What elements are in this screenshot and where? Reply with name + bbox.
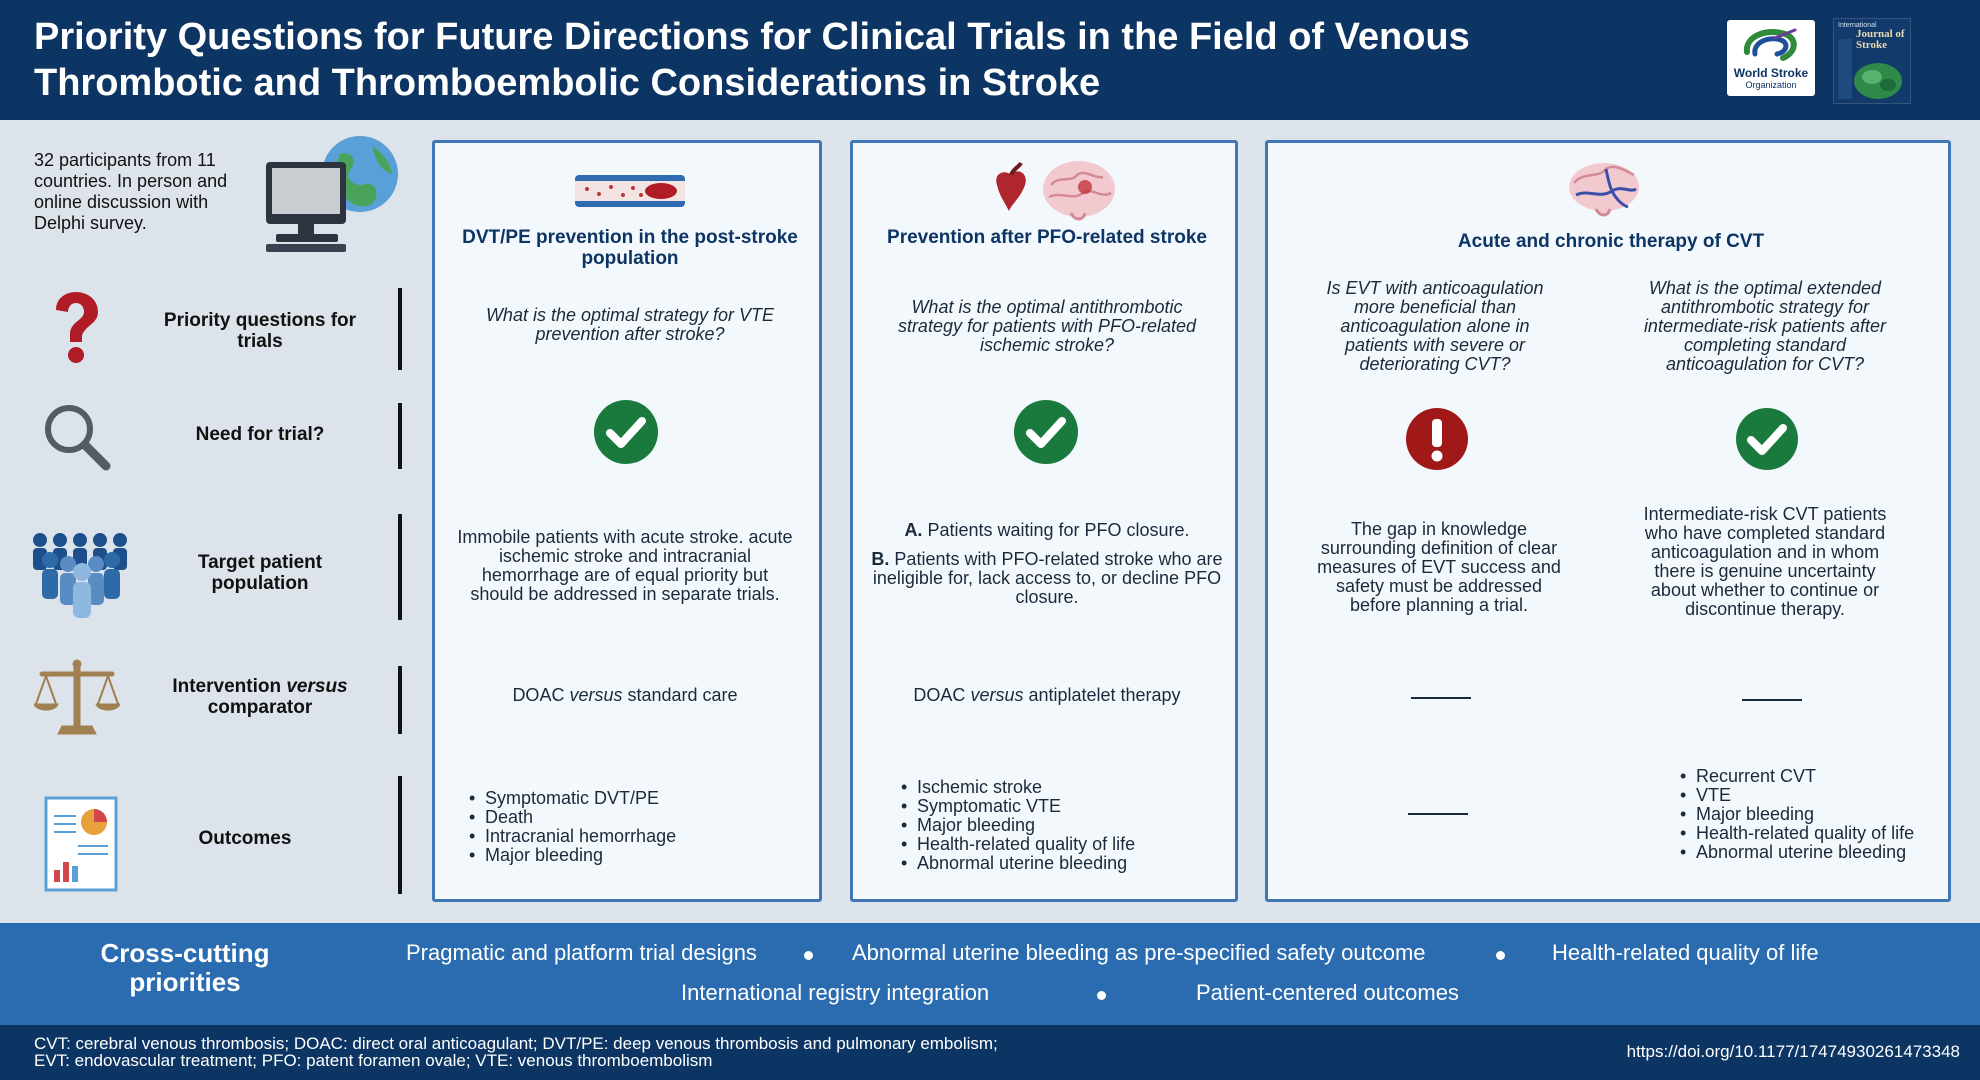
list-item: Symptomatic DVT/PE [465, 789, 795, 809]
panel-pfo: Prevention after PFO-related stroke What… [850, 140, 1238, 902]
cross-cutting-item: Abnormal uterine bleeding as pre-specifi… [852, 940, 1426, 965]
participants-summary: 32 participants from 11 countries. In pe… [34, 150, 228, 233]
panel-cvt-left-outcomes-dash [1408, 813, 1468, 815]
header-banner: Priority Questions for Future Directions… [0, 0, 1980, 120]
cross-cutting-title: Cross-cutting priorities [100, 938, 270, 997]
panel-dvt-pe: DVT/PE prevention in the post-stroke pop… [432, 140, 822, 902]
cross-cutting-item: International registry integration [681, 980, 990, 1005]
computer-globe-icon [266, 136, 398, 252]
list-item: Health-related quality of life [1676, 824, 1946, 844]
panel-pfo-population-b-text: Patients with PFO-related stroke who are… [872, 549, 1223, 607]
patient-group-icon [33, 533, 127, 618]
wso-swirl-icon [1743, 28, 1797, 61]
wso-logo-text: World Stroke [1733, 66, 1809, 80]
panel-pfo-population-a: A. Patients waiting for PFO closure. [867, 521, 1227, 540]
heart-brain-icon [996, 161, 1115, 221]
panel-dvt-intervention-part1: DOAC [512, 685, 570, 705]
list-item: Ischemic stroke [897, 778, 1227, 798]
panel-dvt-intervention: DOAC versus standard care [455, 686, 795, 705]
row-label-intervention: Intervention versus comparator [150, 676, 370, 718]
row-divider [398, 288, 402, 370]
abbreviations-line2: EVT: endovascular treatment; PFO: patent… [34, 1051, 713, 1070]
abbreviations: CVT: cerebral venous thrombosis; DOAC: d… [34, 1035, 1184, 1069]
blood-vessel-clot-icon [575, 175, 685, 207]
panel-pfo-title: Prevention after PFO-related stroke [887, 227, 1207, 248]
panel-cvt-left-intervention-dash [1411, 697, 1471, 699]
panel-pfo-population-a-label: A. [904, 520, 923, 540]
question-mark-icon [56, 292, 98, 363]
panel-cvt-right-intervention-dash [1742, 699, 1802, 701]
journal-cover-line2: Journal of Stroke [1856, 28, 1905, 51]
panel-dvt-question: What is the optimal strategy for VTE pre… [485, 305, 775, 344]
panel-cvt-right-population: Intermediate-risk CVT patients who have … [1643, 504, 1887, 619]
panel-pfo-population-b-label: B. [871, 549, 890, 569]
row-divider [398, 403, 402, 469]
panel-cvt-left-population: The gap in knowledge surrounding definit… [1317, 519, 1561, 615]
panel-pfo-question: What is the optimal antithrombotic strat… [897, 297, 1197, 355]
panel-cvt-right-question: What is the optimal extended antithrombo… [1643, 278, 1887, 374]
panel-dvt-intervention-part2: standard care [622, 685, 738, 705]
row-divider [398, 666, 402, 734]
wso-logo-subtext: Organization [1745, 80, 1797, 90]
check-circle-icon [594, 400, 658, 464]
page-title: Priority Questions for Future Directions… [34, 16, 1470, 104]
abbreviations-line1: CVT: cerebral venous thrombosis; DOAC: d… [34, 1034, 998, 1053]
panel-dvt-population: Immobile patients with acute stroke. acu… [457, 527, 793, 604]
list-item: Abnormal uterine bleeding [1676, 843, 1946, 863]
world-stroke-organization-logo: World Stroke Organization [1727, 20, 1815, 96]
list-item: Symptomatic VTE [897, 797, 1227, 817]
panel-pfo-intervention-part2: antiplatelet therapy [1023, 685, 1181, 705]
panel-pfo-intervention: DOAC versus antiplatelet therapy [867, 686, 1227, 705]
row-label-intervention-part1: Intervention [172, 676, 287, 697]
journal-cover-line1: International [1838, 22, 1877, 29]
list-item: Major bleeding [465, 846, 795, 866]
list-item: Recurrent CVT [1676, 767, 1946, 787]
report-chart-icon [44, 796, 118, 892]
bullet-dot [804, 951, 813, 960]
check-circle-icon [1014, 400, 1078, 464]
panel-dvt-intervention-versus: versus [569, 685, 623, 705]
panel-pfo-population-a-text: Patients waiting for PFO closure. [922, 520, 1190, 540]
panel-pfo-intervention-part1: DOAC [913, 685, 971, 705]
cross-cutting-item: Pragmatic and platform trial designs [406, 940, 757, 965]
row-divider [398, 776, 402, 894]
doi-link[interactable]: https://doi.org/10.1177/1747493026147334… [1626, 1042, 1960, 1061]
list-item: Death [465, 808, 795, 828]
panel-dvt-outcomes-list: Symptomatic DVT/PE Death Intracranial he… [465, 789, 795, 866]
bullet-dot [1496, 951, 1505, 960]
row-label-target-population: Target patient population [197, 552, 323, 594]
row-label-outcomes: Outcomes [198, 828, 292, 849]
exclamation-circle-icon [1406, 408, 1468, 470]
balance-scale-icon [34, 659, 120, 735]
check-circle-icon [1736, 408, 1798, 470]
row-label-intervention-versus: versus [286, 676, 348, 697]
list-item: Intracranial hemorrhage [465, 827, 795, 847]
panel-pfo-outcomes-list: Ischemic stroke Symptomatic VTE Major bl… [897, 778, 1227, 874]
row-label-intervention-part2: comparator [207, 697, 313, 718]
row-divider [398, 514, 402, 620]
panel-cvt: Acute and chronic therapy of CVT Is EVT … [1265, 140, 1951, 902]
magnifying-glass-icon [45, 405, 111, 471]
journal-brain-icon [1838, 39, 1902, 99]
journal-cover-image: International Journal of Stroke [1833, 18, 1911, 104]
cross-cutting-item: Health-related quality of life [1552, 940, 1819, 965]
row-label-need-for-trial: Need for trial? [195, 424, 325, 445]
bullet-dot [1097, 991, 1106, 1000]
panel-cvt-left-question: Is EVT with anticoagulation more benefic… [1326, 278, 1544, 374]
panel-pfo-intervention-versus: versus [970, 685, 1024, 705]
row-label-priority-questions: Priority questions for trials [163, 310, 357, 352]
panel-cvt-right-outcomes-list: Recurrent CVT VTE Major bleeding Health-… [1676, 767, 1946, 863]
panel-pfo-population-b: B. Patients with PFO-related stroke who … [867, 550, 1227, 607]
footer: CVT: cerebral venous thrombosis; DOAC: d… [0, 1025, 1980, 1080]
list-item: Abnormal uterine bleeding [897, 854, 1227, 874]
list-item: Major bleeding [1676, 805, 1946, 825]
list-item: VTE [1676, 786, 1946, 806]
brain-veins-icon [1569, 163, 1639, 217]
panel-cvt-title: Acute and chronic therapy of CVT [1457, 231, 1765, 252]
cross-cutting-band: Cross-cutting priorities Pragmatic and p… [0, 923, 1980, 1025]
panel-dvt-title: DVT/PE prevention in the post-stroke pop… [462, 227, 798, 269]
cross-cutting-item: Patient-centered outcomes [1196, 980, 1459, 1005]
list-item: Health-related quality of life [897, 835, 1227, 855]
list-item: Major bleeding [897, 816, 1227, 836]
